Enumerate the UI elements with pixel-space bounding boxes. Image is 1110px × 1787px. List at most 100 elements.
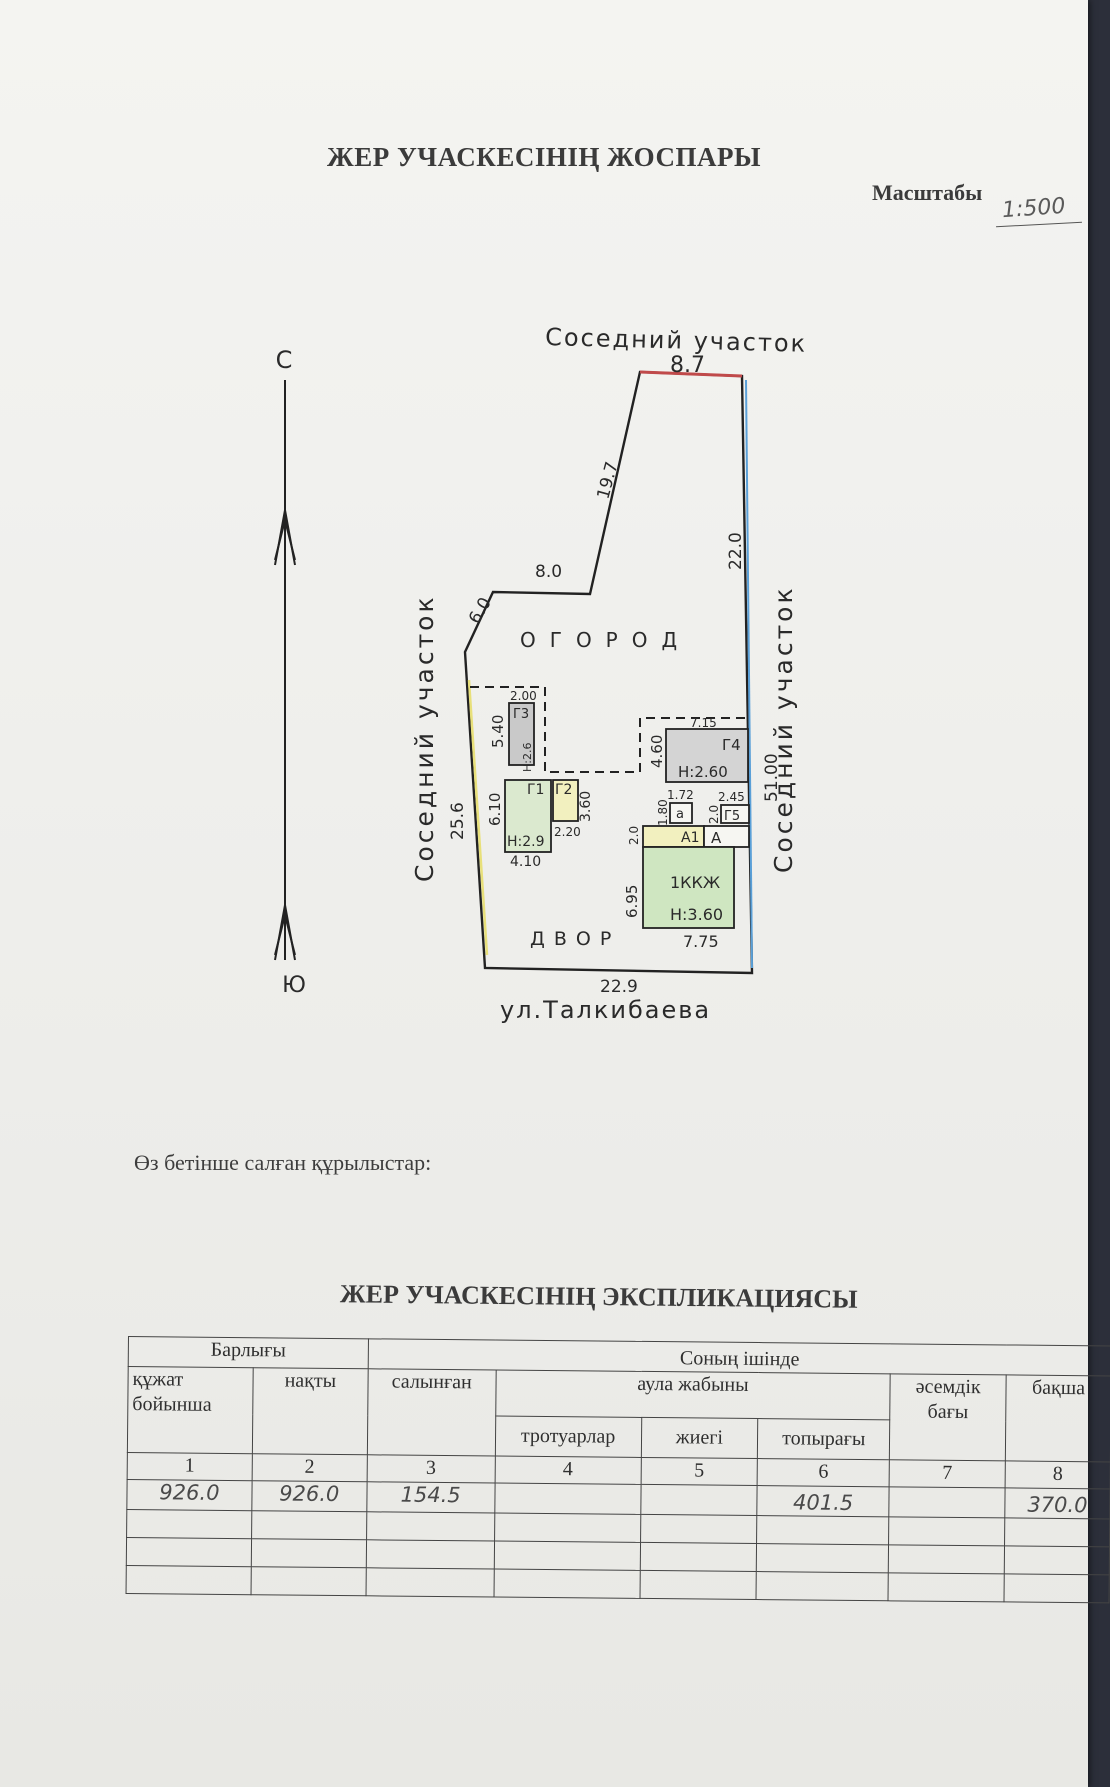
table-cell [640, 1484, 758, 1516]
a-label: А [711, 829, 722, 847]
g4-width: 7.15 [690, 716, 717, 730]
g3-length: 5.40 [489, 715, 507, 748]
compass-south-label: Ю [282, 973, 306, 998]
col-number: 2 [252, 1453, 368, 1482]
main-house-height: H:3.60 [670, 905, 723, 924]
site-plan: С Ю Соседний участок Соседний участок Со… [274, 323, 808, 1024]
table-cell: 926.0 [251, 1480, 367, 1512]
header-edge: жиегі [640, 1417, 759, 1459]
plan-title: ЖЕР УЧАСКЕСІНІҢ ЖОСПАРЫ [327, 142, 761, 172]
table-cell [250, 1566, 367, 1596]
table-cell [126, 1509, 252, 1539]
main-house-width: 7.75 [683, 932, 719, 951]
g3-height: H:2.6 [521, 743, 534, 772]
g4-height: H:2.60 [678, 763, 728, 781]
table-cell [888, 1544, 1005, 1574]
table-cell [493, 1569, 640, 1599]
header-decor-garden: әсемдік бағы [889, 1373, 1007, 1461]
header-garden: бақша [1005, 1374, 1110, 1462]
g2-length: 3.60 [578, 791, 594, 822]
table-cell [1004, 1573, 1110, 1603]
building-g5 [720, 804, 750, 824]
table-cell [888, 1572, 1005, 1602]
table-cell [251, 1538, 367, 1568]
table-cell [1004, 1517, 1110, 1547]
building-a-small [669, 802, 693, 824]
table-cell [1004, 1545, 1110, 1575]
table-cell: 154.5 [366, 1481, 495, 1514]
table-cell [366, 1511, 495, 1542]
table-cell [366, 1539, 495, 1570]
table-cell [365, 1567, 494, 1598]
a1-label: А1 [681, 830, 699, 846]
table-cell: 370.0 [1004, 1487, 1110, 1519]
dim-bottom: 22.9 [600, 977, 638, 997]
g5-width: 2.45 [718, 790, 745, 804]
header-actual: нақты [252, 1367, 368, 1455]
dim-upper-left: 8.0 [535, 562, 562, 582]
table-cell [639, 1542, 757, 1572]
compass-north-label: С [276, 346, 293, 374]
table-cell [494, 1513, 641, 1543]
header-soil: топырағы [757, 1418, 890, 1460]
g2-width: 2.20 [554, 825, 581, 839]
g3-label: Г3 [513, 707, 529, 722]
g1-height: H:2.9 [507, 834, 545, 850]
table-cell [756, 1571, 889, 1601]
dim-corner-diag: 6.0 [465, 594, 496, 627]
table-cell [640, 1514, 758, 1544]
dashed-fence [470, 686, 746, 773]
neighbor-top-label: Соседний участок [545, 323, 808, 358]
compass-arrow [274, 380, 296, 961]
table-cell [888, 1516, 1005, 1546]
building-g1 [504, 779, 552, 853]
g2-label: Г2 [555, 782, 572, 798]
g1-width: 4.10 [510, 854, 541, 870]
neighbor-right-label: Соседний участок [769, 585, 798, 873]
dim-right-total: 51.00 [762, 753, 782, 802]
col-number: 4 [494, 1456, 641, 1485]
table-cell [126, 1537, 252, 1567]
col-number: 1 [127, 1452, 253, 1481]
table-cell [494, 1483, 641, 1515]
header-built: салынған [367, 1368, 496, 1457]
self-built-caption: Өз бетінше салған құрылыстар: [134, 1150, 432, 1175]
header-yard-cover: аула жабыны [495, 1370, 891, 1420]
explication-title: ЖЕР УЧАСКЕСІНІҢ ЭКСПЛИКАЦИЯСЫ [339, 1279, 858, 1314]
table-cell [251, 1510, 367, 1540]
dim-right-upper: 22.0 [726, 532, 746, 570]
a1-length: 2.0 [627, 826, 641, 845]
dim-top: 8.7 [670, 353, 705, 378]
main-house-length: 6.95 [623, 885, 641, 918]
g1-label: Г1 [527, 782, 544, 798]
dim-left: 25.6 [448, 802, 468, 840]
col-number: 5 [640, 1457, 758, 1486]
header-sidewalks: тротуарлар [494, 1416, 642, 1458]
scale-label: Масштабы [872, 180, 983, 205]
dim-diag-long: 19.7 [594, 460, 623, 502]
building-g3 [508, 702, 535, 766]
g5-label: Г5 [724, 809, 740, 824]
street-label: ул.Талкибаева [500, 996, 711, 1024]
main-house-label: 1ККЖ [670, 873, 720, 892]
a-small-width: 1.72 [667, 788, 694, 802]
g4-label: Г4 [722, 736, 741, 754]
col-number: 7 [889, 1459, 1006, 1488]
table-cell [756, 1515, 889, 1545]
plot-boundary [463, 370, 754, 975]
g4-length: 4.60 [648, 735, 666, 768]
col-number: 6 [757, 1458, 890, 1487]
building-main-house [642, 846, 735, 929]
explication-table: Барлығы Соның ішінде құжат бойынша нақты… [126, 1336, 1110, 1603]
zone-yard-label: ДВОР [530, 928, 620, 950]
building-g4 [665, 728, 749, 783]
a-small-length: 1.80 [656, 799, 670, 826]
col-number: 8 [1005, 1460, 1110, 1489]
col-number: 3 [366, 1454, 495, 1484]
table-cell [888, 1486, 1006, 1518]
table-cell [493, 1541, 641, 1571]
g1-length: 6.10 [486, 793, 504, 826]
explication-table-wrap: Барлығы Соның ішінде құжат бойынша нақты… [126, 1336, 1110, 1603]
neighbor-left-label: Соседний участок [410, 594, 439, 882]
